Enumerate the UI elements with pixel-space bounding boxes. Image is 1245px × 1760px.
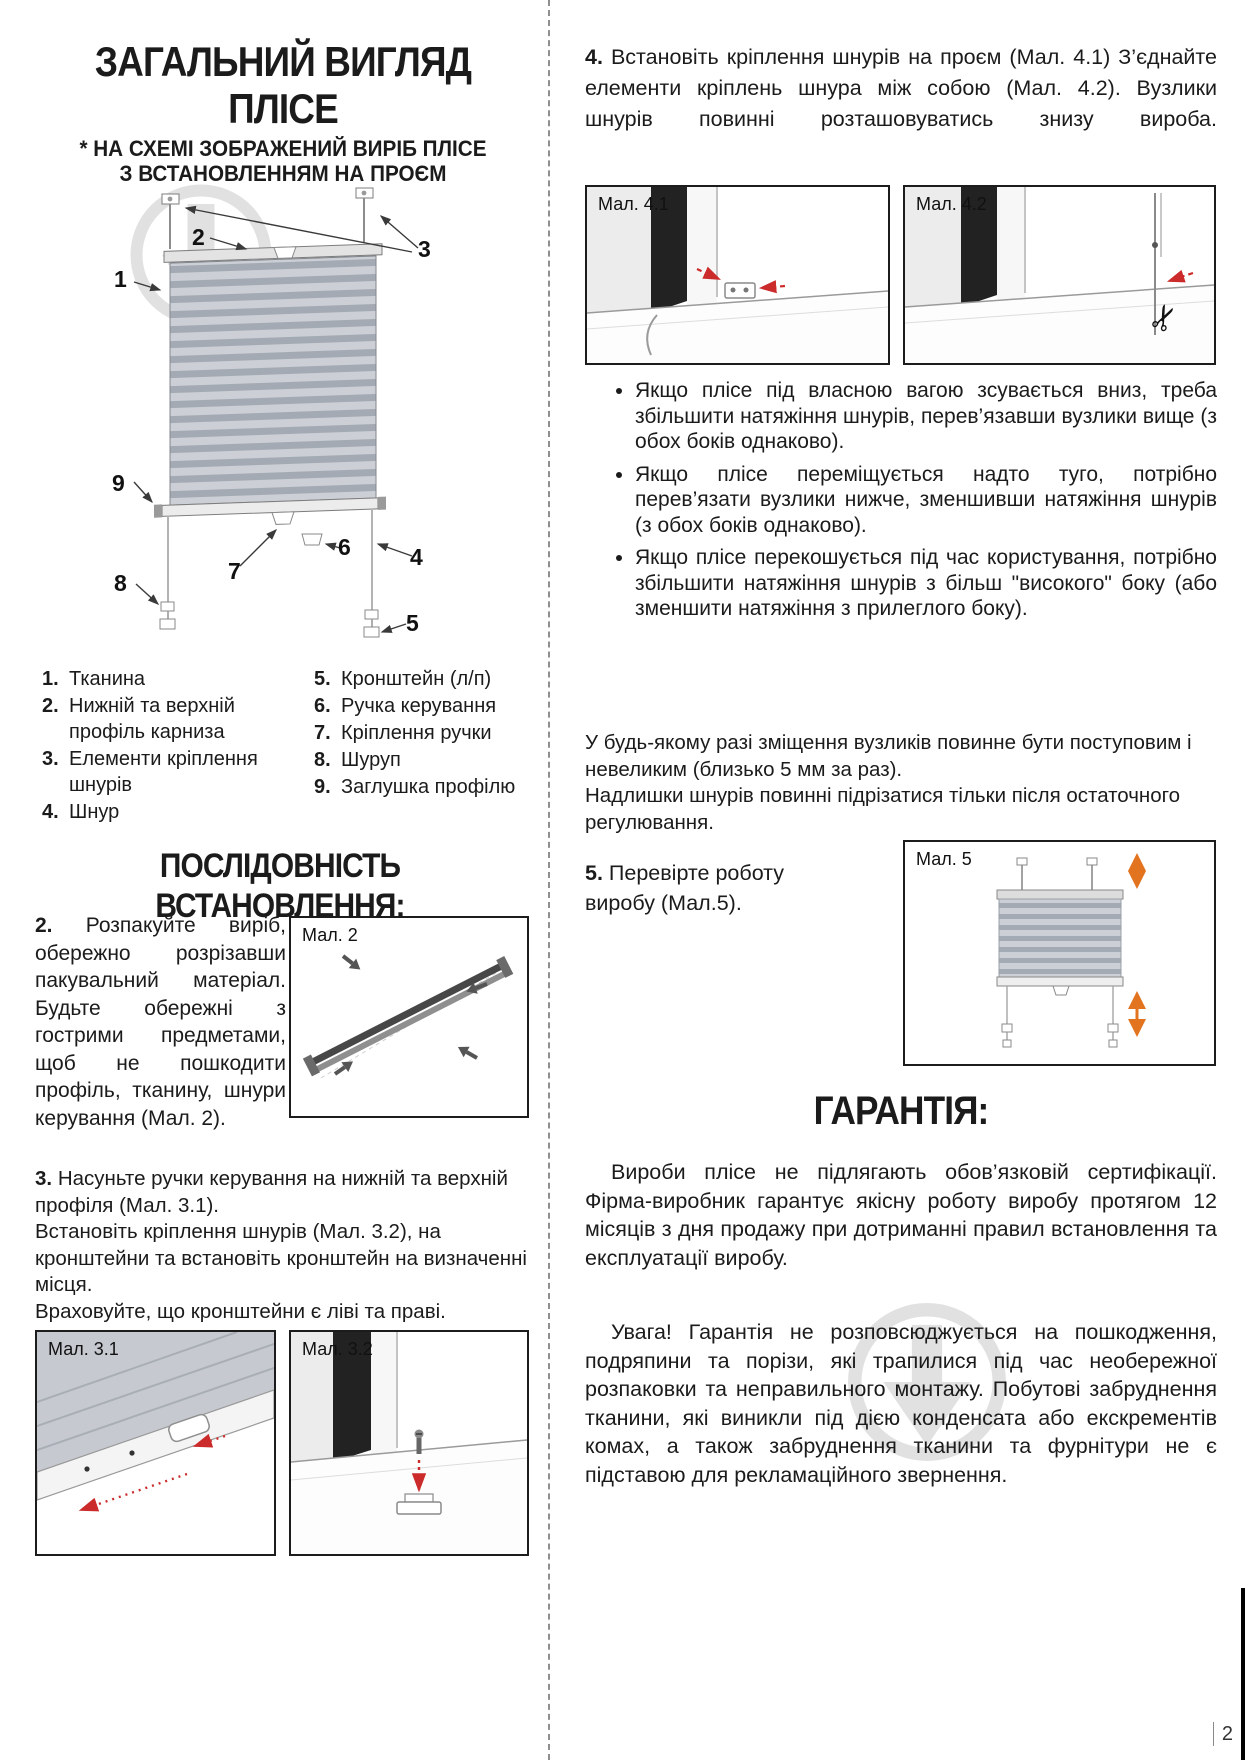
figure-2-label: Мал. 2 xyxy=(302,925,358,945)
adjustment-note: У будь-якому разі зміщення вузликів пови… xyxy=(585,731,1192,834)
blind-overview-diagram: 1 2 3 4 5 6 7 8 9 xyxy=(88,186,480,664)
page-number-divider xyxy=(1212,1722,1214,1746)
legend-item: 6.Ручка керування xyxy=(314,695,497,717)
pleated-shade xyxy=(154,243,386,525)
packed-profile-diagram xyxy=(302,954,514,1079)
page-number: 2 xyxy=(1212,1722,1233,1746)
step-3-text: 3. Насуньте ручки керування на нижній та… xyxy=(35,1167,527,1323)
scan-edge-artifact xyxy=(1241,1588,1245,1760)
blind-diagram-art xyxy=(133,187,419,638)
step-2-text: 2. Розпакуйте виріб, обережно розрізавши… xyxy=(35,914,286,1130)
callout-8: 8 xyxy=(114,570,127,596)
step-2-number: 2. xyxy=(35,914,53,937)
warranty-paragraph-1: Вироби плісе не підлягають обов’язковій … xyxy=(585,1160,1217,1270)
adjustment-tips-list: Якщо плісе під власною вагою зсувається … xyxy=(585,378,1217,629)
blind-test-diagram xyxy=(996,853,1146,1048)
figure-4-2-label: Мал. 4.2 xyxy=(916,194,987,214)
assembly-arrows xyxy=(333,954,488,1076)
page-subtitle: * НА СХЕМІ ЗОБРАЖЕНИЙ ВИРІБ ПЛІСЕ З ВСТА… xyxy=(79,136,487,186)
warranty-paragraph-2: Увага! Гарантія не розповсюджується на п… xyxy=(585,1320,1217,1487)
cords xyxy=(159,509,380,638)
list-item: Якщо плісе перекошується під час користу… xyxy=(635,545,1217,622)
legend-item: 7.Кріплення ручки xyxy=(314,722,492,744)
step-4-number: 4. xyxy=(585,45,603,69)
cord-knot xyxy=(1152,242,1158,248)
list-item: Якщо плісе під власною вагою зсувається … xyxy=(635,378,1217,455)
figure-4-1-label: Мал. 4.1 xyxy=(598,194,669,214)
top-brackets xyxy=(1016,857,1098,890)
step-5-text: 5. Перевірте роботу виробу (Мал.5). xyxy=(585,861,785,915)
legend-item: 4.Шнур xyxy=(42,801,120,823)
cord-bracket xyxy=(396,1493,442,1515)
legend-item: 5.Кронштейн (л/п) xyxy=(314,668,492,690)
figure-3-2: Мал. 3.2 xyxy=(289,1330,529,1556)
bracket-install-diagram xyxy=(291,1332,527,1554)
column-divider xyxy=(548,0,550,1760)
brand-watermark-icon xyxy=(843,1298,1011,1466)
callout-2: 2 xyxy=(192,224,205,250)
figure-5-label: Мал. 5 xyxy=(916,849,972,869)
step-3-number: 3. xyxy=(35,1167,53,1190)
callout-7: 7 xyxy=(228,558,241,584)
legend-item: 2.Нижній та верхній профіль карниза xyxy=(42,695,235,743)
legend-item: 1.Тканина xyxy=(42,668,146,690)
legend-column-2: 5.Кронштейн (л/п) 6.Ручка керування 7.Кр… xyxy=(314,666,534,801)
step-4-text: 4. Встановіть кріплення шнурів на проєм … xyxy=(585,45,1217,131)
section-title-warranty: ГАРАНТІЯ: xyxy=(813,1089,990,1133)
control-handle xyxy=(301,533,323,546)
callout-1: 1 xyxy=(114,266,127,292)
legend-item: 8.Шуруп xyxy=(314,749,401,771)
figure-5: Мал. 5 xyxy=(903,840,1216,1066)
callout-leaders xyxy=(133,205,419,633)
callout-5: 5 xyxy=(406,610,419,636)
cords xyxy=(1001,986,1119,1048)
cord xyxy=(646,314,658,356)
cord-bracket xyxy=(724,282,756,299)
figure-3-1-label: Мал. 3.1 xyxy=(48,1339,119,1359)
figure-4-2: Мал. 4.2 ✂ xyxy=(903,185,1216,365)
top-brackets xyxy=(161,187,374,249)
callout-4: 4 xyxy=(410,544,423,570)
step-5-number: 5. xyxy=(585,861,603,885)
window-bracket-diagram xyxy=(587,187,888,363)
legend-column-1: 1.Тканина 2.Нижній та верхній профіль ка… xyxy=(42,666,270,826)
callout-3: 3 xyxy=(418,236,431,262)
page-title: ЗАГАЛЬНИЙ ВИГЛЯД ПЛІСЕ xyxy=(94,38,472,132)
control-handle xyxy=(168,1413,210,1443)
list-item: Якщо плісе переміщується надто туго, пот… xyxy=(635,462,1217,539)
figure-4-1: Мал. 4.1 xyxy=(585,185,890,365)
figure-2: Мал. 2 xyxy=(289,916,529,1118)
legend-item: 9.Заглушка профілю xyxy=(314,776,516,798)
profile-handle-diagram xyxy=(37,1332,274,1512)
callout-9: 9 xyxy=(112,470,125,496)
figure-3-1: Мал. 3.1 xyxy=(35,1330,276,1556)
screw-icon xyxy=(414,1429,424,1454)
callout-6: 6 xyxy=(338,534,351,560)
figure-3-2-label: Мал. 3.2 xyxy=(302,1339,373,1359)
legend-item: 3.Елементи кріплення шнурів xyxy=(42,748,258,796)
cord-trim-diagram: ✂ xyxy=(905,187,1214,363)
